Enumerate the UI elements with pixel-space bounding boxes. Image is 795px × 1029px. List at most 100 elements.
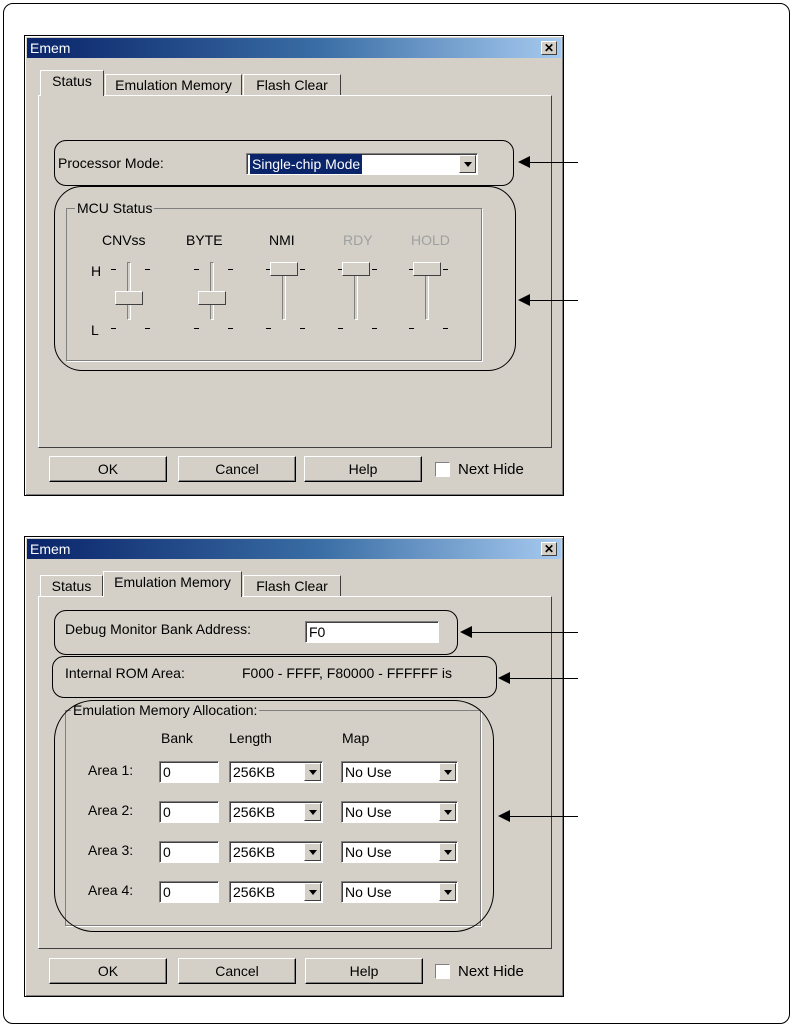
close-button[interactable]: ✕ bbox=[541, 41, 557, 55]
allocation-title: Emulation Memory Allocation: bbox=[71, 702, 260, 718]
map-value: No Use bbox=[345, 884, 392, 900]
callout-mcu-status bbox=[54, 186, 516, 371]
next-hide-label: Next Hide bbox=[458, 963, 524, 980]
tab-label: Flash Clear bbox=[256, 578, 328, 594]
chevron-down-icon[interactable] bbox=[439, 843, 456, 861]
help-button[interactable]: Help bbox=[305, 958, 423, 984]
area-label: Area 4: bbox=[88, 882, 134, 898]
tab-emulation-memory[interactable]: Emulation Memory bbox=[103, 571, 242, 597]
arrow-mcu-status bbox=[518, 294, 578, 306]
help-button[interactable]: Help bbox=[304, 456, 422, 482]
map-value: No Use bbox=[345, 844, 392, 860]
next-hide-checkbox[interactable] bbox=[435, 462, 450, 477]
area-1-map-select[interactable]: No Use bbox=[341, 761, 458, 783]
tick bbox=[338, 328, 343, 329]
nmi-slider-thumb[interactable] bbox=[270, 262, 298, 276]
h-label: H bbox=[91, 263, 102, 279]
ok-label: OK bbox=[97, 461, 119, 477]
tick bbox=[266, 269, 271, 270]
tab-status[interactable]: Status bbox=[40, 70, 104, 96]
tab-label: Flash Clear bbox=[256, 77, 328, 93]
cancel-button[interactable]: Cancel bbox=[178, 958, 296, 984]
debug-monitor-input[interactable]: F0 bbox=[305, 621, 439, 643]
chevron-down-icon[interactable] bbox=[459, 155, 476, 173]
tick bbox=[372, 269, 377, 270]
mcu-status-group bbox=[66, 208, 482, 361]
cnvss-slider-thumb[interactable] bbox=[115, 291, 143, 305]
map-value: No Use bbox=[345, 804, 392, 820]
byte-slider-thumb[interactable] bbox=[198, 291, 226, 305]
debug-monitor-label: Debug Monitor Bank Address: bbox=[65, 621, 251, 637]
area-label: Area 3: bbox=[88, 842, 134, 858]
arrow-internal-rom bbox=[498, 672, 578, 684]
area-4-length-select[interactable]: 256KB bbox=[229, 881, 323, 903]
callout-internal-rom bbox=[52, 656, 497, 698]
tick bbox=[372, 328, 377, 329]
window-title: Emem bbox=[30, 40, 71, 56]
chevron-down-icon[interactable] bbox=[304, 803, 321, 821]
column-bank: Bank bbox=[161, 730, 193, 746]
tab-flash-clear[interactable]: Flash Clear bbox=[243, 74, 341, 96]
tab-status[interactable]: Status bbox=[40, 575, 103, 597]
next-hide-checkbox[interactable] bbox=[435, 964, 450, 979]
arrow-allocation bbox=[498, 810, 578, 822]
ok-button[interactable]: OK bbox=[49, 958, 167, 984]
close-button[interactable]: ✕ bbox=[541, 542, 557, 556]
chevron-down-icon[interactable] bbox=[439, 763, 456, 781]
area-3-length-select[interactable]: 256KB bbox=[229, 841, 323, 863]
cancel-button[interactable]: Cancel bbox=[178, 456, 296, 482]
length-value: 256KB bbox=[233, 844, 276, 860]
tick bbox=[409, 328, 414, 329]
tick bbox=[145, 328, 150, 329]
slider-label-nmi: NMI bbox=[269, 232, 295, 248]
chevron-down-icon[interactable] bbox=[304, 843, 321, 861]
area-3-map-select[interactable]: No Use bbox=[341, 841, 458, 863]
ok-button[interactable]: OK bbox=[49, 456, 167, 482]
tick bbox=[409, 269, 414, 270]
chevron-down-icon[interactable] bbox=[304, 763, 321, 781]
area-2-bank-input[interactable]: 0 bbox=[159, 801, 219, 823]
window-title: Emem bbox=[30, 541, 71, 557]
chevron-down-icon[interactable] bbox=[439, 803, 456, 821]
slider-label-cnvss: CNVss bbox=[102, 232, 146, 248]
emem-dialog-emulation-memory: Emem ✕ Status Emulation Memory Flash Cle… bbox=[24, 536, 564, 997]
area-1-bank-input[interactable]: 0 bbox=[159, 761, 219, 783]
tab-emulation-memory[interactable]: Emulation Memory bbox=[105, 74, 242, 96]
tab-flash-clear[interactable]: Flash Clear bbox=[243, 575, 341, 597]
processor-mode-value: Single-chip Mode bbox=[250, 154, 363, 174]
tick bbox=[338, 269, 343, 270]
area-label: Area 1: bbox=[88, 762, 134, 778]
title-bar[interactable]: Emem ✕ bbox=[27, 38, 561, 58]
l-label: L bbox=[91, 322, 99, 338]
tab-label: Status bbox=[51, 578, 92, 594]
area-3-bank-input[interactable]: 0 bbox=[159, 841, 219, 863]
tick bbox=[145, 269, 150, 270]
area-2-map-select[interactable]: No Use bbox=[341, 801, 458, 823]
slider-label-byte: BYTE bbox=[186, 232, 223, 248]
tick bbox=[443, 269, 448, 270]
area-2-length-select[interactable]: 256KB bbox=[229, 801, 323, 823]
next-hide-label: Next Hide bbox=[458, 461, 524, 478]
slider-label-rdy: RDY bbox=[343, 232, 373, 248]
chevron-down-icon[interactable] bbox=[304, 883, 321, 901]
tick bbox=[194, 328, 199, 329]
hold-slider-thumb[interactable] bbox=[413, 262, 441, 276]
processor-mode-label: Processor Mode: bbox=[58, 155, 164, 171]
area-1-length-select[interactable]: 256KB bbox=[229, 761, 323, 783]
tick bbox=[300, 269, 305, 270]
length-value: 256KB bbox=[233, 884, 276, 900]
tick bbox=[443, 328, 448, 329]
tick bbox=[266, 328, 271, 329]
title-bar[interactable]: Emem ✕ bbox=[27, 539, 561, 559]
area-4-bank-input[interactable]: 0 bbox=[159, 881, 219, 903]
map-value: No Use bbox=[345, 764, 392, 780]
processor-mode-select[interactable]: Single-chip Mode bbox=[246, 153, 478, 175]
tick bbox=[300, 328, 305, 329]
tick bbox=[228, 328, 233, 329]
rdy-slider-thumb[interactable] bbox=[342, 262, 370, 276]
callout-allocation bbox=[54, 700, 494, 932]
page-frame bbox=[3, 3, 790, 1024]
cancel-label: Cancel bbox=[215, 963, 259, 979]
length-value: 256KB bbox=[233, 764, 276, 780]
area-4-map-select[interactable]: No Use bbox=[341, 881, 458, 903]
